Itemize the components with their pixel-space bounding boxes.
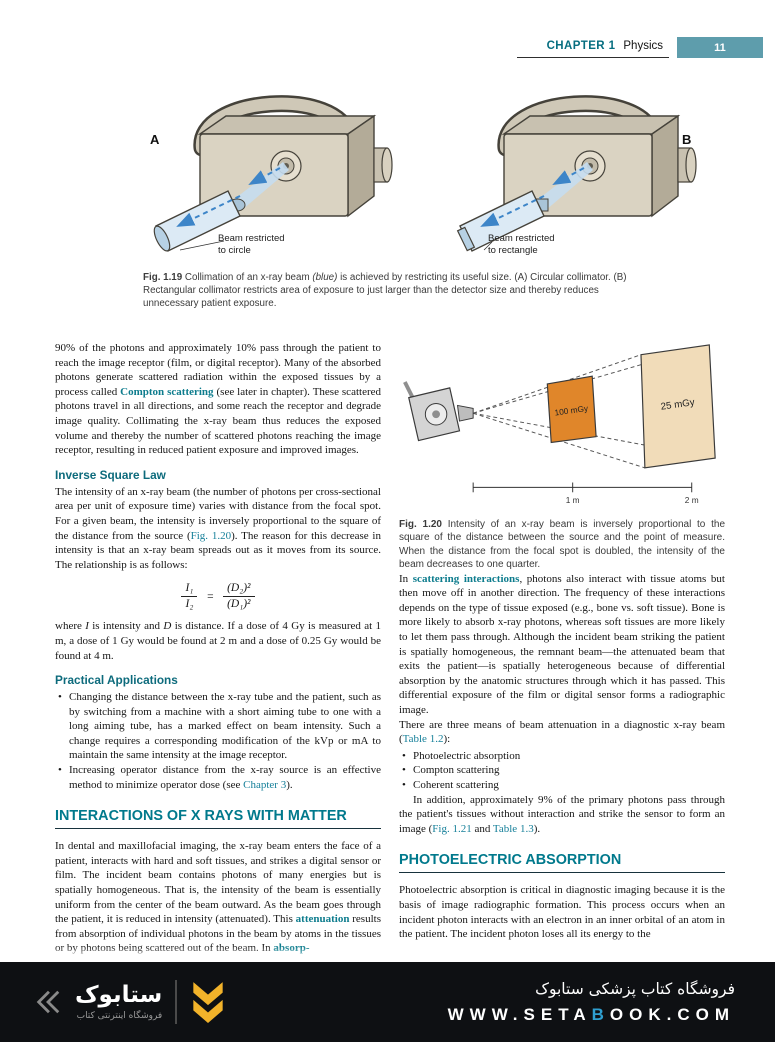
- list-item: Photoelectric absorption: [399, 749, 725, 764]
- double-chevron-left-icon: [36, 990, 60, 1014]
- callout-beam-rectangle: Beam restricted to rectangle: [488, 233, 555, 256]
- footer-right-block: فروشگاه کتاب پزشکی ستابوک WWW.SETABOOK.C…: [448, 980, 735, 1025]
- figure-1-19-panel-b: B Beam restricted to rectangle: [440, 76, 740, 272]
- paragraph-inverse-square: The intensity of an x-ray beam (the numb…: [55, 485, 381, 571]
- attenuation-means-list: Photoelectric absorption Compton scatter…: [399, 749, 725, 793]
- scale-label-1m: 1 m: [566, 495, 580, 505]
- dose-label-far: 25 mGy: [660, 397, 695, 413]
- heading-interactions-of-x-rays: INTERACTIONS OF X RAYS WITH MATTER: [55, 808, 381, 830]
- emphasis-text: I: [85, 620, 89, 633]
- emphasis-text: D: [163, 620, 172, 633]
- store-title: فروشگاه کتاب پزشکی ستابوک: [535, 979, 735, 998]
- heading-inverse-square-law: Inverse Square Law: [55, 467, 166, 482]
- emphasis-text: Compton scattering: [120, 385, 214, 398]
- emphasis-text: (blue): [312, 272, 338, 283]
- emphasis-text: scattering interactions: [412, 572, 520, 585]
- emphasis-text: attenuation: [295, 913, 350, 926]
- heading-photoelectric-absorption: PHOTOELECTRIC ABSORPTION: [399, 852, 725, 874]
- running-head: CHAPTER 1 Physics: [547, 40, 663, 52]
- paragraph-dose-example: where I is intensity and D is distance. …: [55, 620, 382, 662]
- footer-url[interactable]: WWW.SETABOOK.COM: [447, 1004, 735, 1024]
- paragraph-collimation: 90% of the photons and approximately 10%…: [55, 342, 381, 457]
- figure-1-19-panel-a: A Beam restricted to circle: [136, 76, 436, 272]
- setabook-logo: ستابوک فروشگاه اینترنتی کتاب: [34, 980, 226, 1024]
- equation-equals-sign: =: [206, 590, 215, 603]
- emphasis-text: Fig. 1.19: [143, 272, 183, 283]
- cross-reference-link[interactable]: Table 1.2: [402, 733, 444, 746]
- logo-subtitle: فروشگاه اینترنتی کتاب: [76, 1011, 163, 1021]
- circular-collimator-illustration: [153, 95, 393, 252]
- list-item: Compton scattering: [399, 763, 725, 778]
- cross-reference-link[interactable]: Fig. 1.21: [432, 822, 472, 835]
- bottom-fade-overlay: [0, 946, 775, 962]
- logo-divider: [175, 980, 177, 1024]
- figure-1-20-illustration: 100 mGy 25 mGy 1 m 2 m: [403, 344, 716, 505]
- list-item: Changing the distance between the x-ray …: [55, 690, 381, 763]
- callout-beam-circle: Beam restricted to circle: [218, 233, 285, 256]
- list-item: Coherent scattering: [399, 778, 725, 793]
- inverse-square-equation: I₁ I₂ = (D₂)² (D₁)²: [55, 582, 381, 611]
- header-rule: [517, 57, 669, 58]
- cross-reference-link[interactable]: Table 1.3: [492, 822, 534, 835]
- panel-label-a: A: [150, 132, 160, 147]
- equation-right-fraction: (D₂)² (D₁)²: [223, 582, 255, 611]
- rectangular-collimator-illustration: [456, 95, 697, 252]
- page-number-badge: 11: [677, 37, 763, 58]
- figure-1-20-caption: Fig. 1.20 Intensity of an x-ray beam is …: [399, 519, 726, 571]
- practical-applications-list: Changing the distance between the x-ray …: [55, 690, 381, 792]
- near-detector-square: [546, 375, 597, 444]
- paragraph-primary-photons: In addition, approximately 9% of the pri…: [399, 793, 725, 835]
- left-text-column: 90% of the photons and approximately 10%…: [55, 341, 381, 956]
- right-text-column: 100 mGy 25 mGy 1 m 2 m Fig. 1.20 Intensi…: [399, 337, 725, 942]
- logo-wordmark: ستابوک: [75, 982, 163, 1008]
- figure-1-19-caption: Fig. 1.19 Collimation of an x-ray beam (…: [143, 272, 627, 310]
- cross-reference-link[interactable]: Chapter 3: [243, 778, 287, 791]
- setabook-footer-banner: ستابوک فروشگاه اینترنتی کتاب فروشگاه کتا…: [0, 962, 775, 1042]
- cross-reference-link[interactable]: Fig. 1.20: [190, 529, 232, 542]
- heading-practical-applications: Practical Applications: [55, 673, 178, 688]
- emphasis-text: Fig. 1.20: [399, 519, 442, 530]
- paragraph-interactions-intro: In dental and maxillofacial imaging, the…: [55, 839, 381, 956]
- logo-wordmark-block: ستابوک فروشگاه اینترنتی کتاب: [75, 983, 162, 1021]
- stacked-chevrons-logo-icon: [193, 982, 223, 1023]
- scale-label-2m: 2 m: [685, 495, 699, 505]
- list-item: Increasing operator distance from the x-…: [55, 763, 381, 792]
- dose-label-near: 100 mGy: [554, 403, 590, 418]
- section-label: Physics: [623, 40, 663, 52]
- paragraph-three-means: There are three means of beam attenuatio…: [399, 718, 725, 746]
- paragraph-scattering-interactions: In scattering interactions, photons also…: [399, 572, 725, 716]
- chapter-label: CHAPTER 1: [546, 40, 616, 52]
- url-highlight-letter: B: [591, 1004, 610, 1024]
- paragraph-photoelectric-intro: Photoelectric absorption is critical in …: [399, 884, 725, 941]
- panel-label-b: B: [682, 132, 692, 147]
- equation-left-fraction: I₁ I₂: [181, 582, 198, 611]
- far-detector-square: [640, 344, 716, 469]
